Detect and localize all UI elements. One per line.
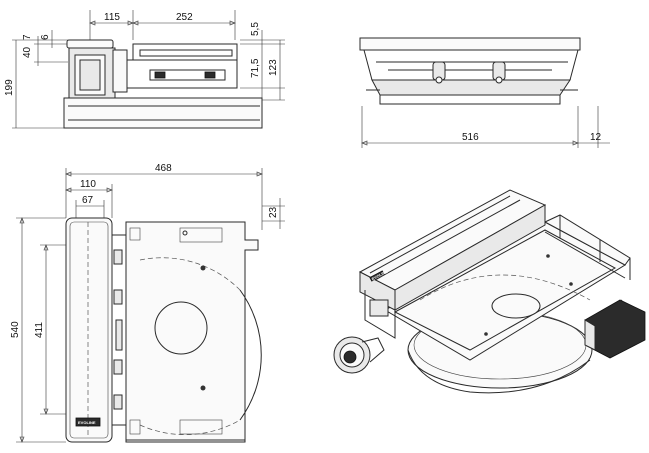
dim-123: 123 [268, 59, 279, 76]
dim-252: 252 [176, 12, 193, 23]
dim-71-5: 71,5 [250, 58, 261, 78]
dim-411: 411 [34, 322, 45, 338]
front-view: 516 12 [359, 37, 610, 148]
dim-23: 23 [268, 206, 279, 218]
dim-12: 12 [590, 132, 602, 143]
dim-40: 40 [22, 46, 33, 58]
dim-115: 115 [104, 12, 120, 23]
logo-text: EVOLINE [78, 420, 96, 425]
dim-110: 110 [80, 179, 96, 190]
dim-67: 67 [82, 195, 94, 206]
dim-7: 7 [22, 34, 33, 40]
dim-468: 468 [155, 163, 172, 174]
dim-540: 540 [10, 321, 21, 338]
isometric-view: EVOLINE [333, 189, 646, 394]
side-view: 115 252 199 40 6 7 5,5 71,5 123 [4, 10, 285, 129]
dim-5-5: 5,5 [250, 22, 261, 36]
dim-199: 199 [4, 79, 15, 96]
dim-516: 516 [462, 132, 479, 143]
top-view: 468 110 67 23 540 411 EVOLINE [10, 163, 285, 443]
dim-6: 6 [40, 34, 51, 40]
